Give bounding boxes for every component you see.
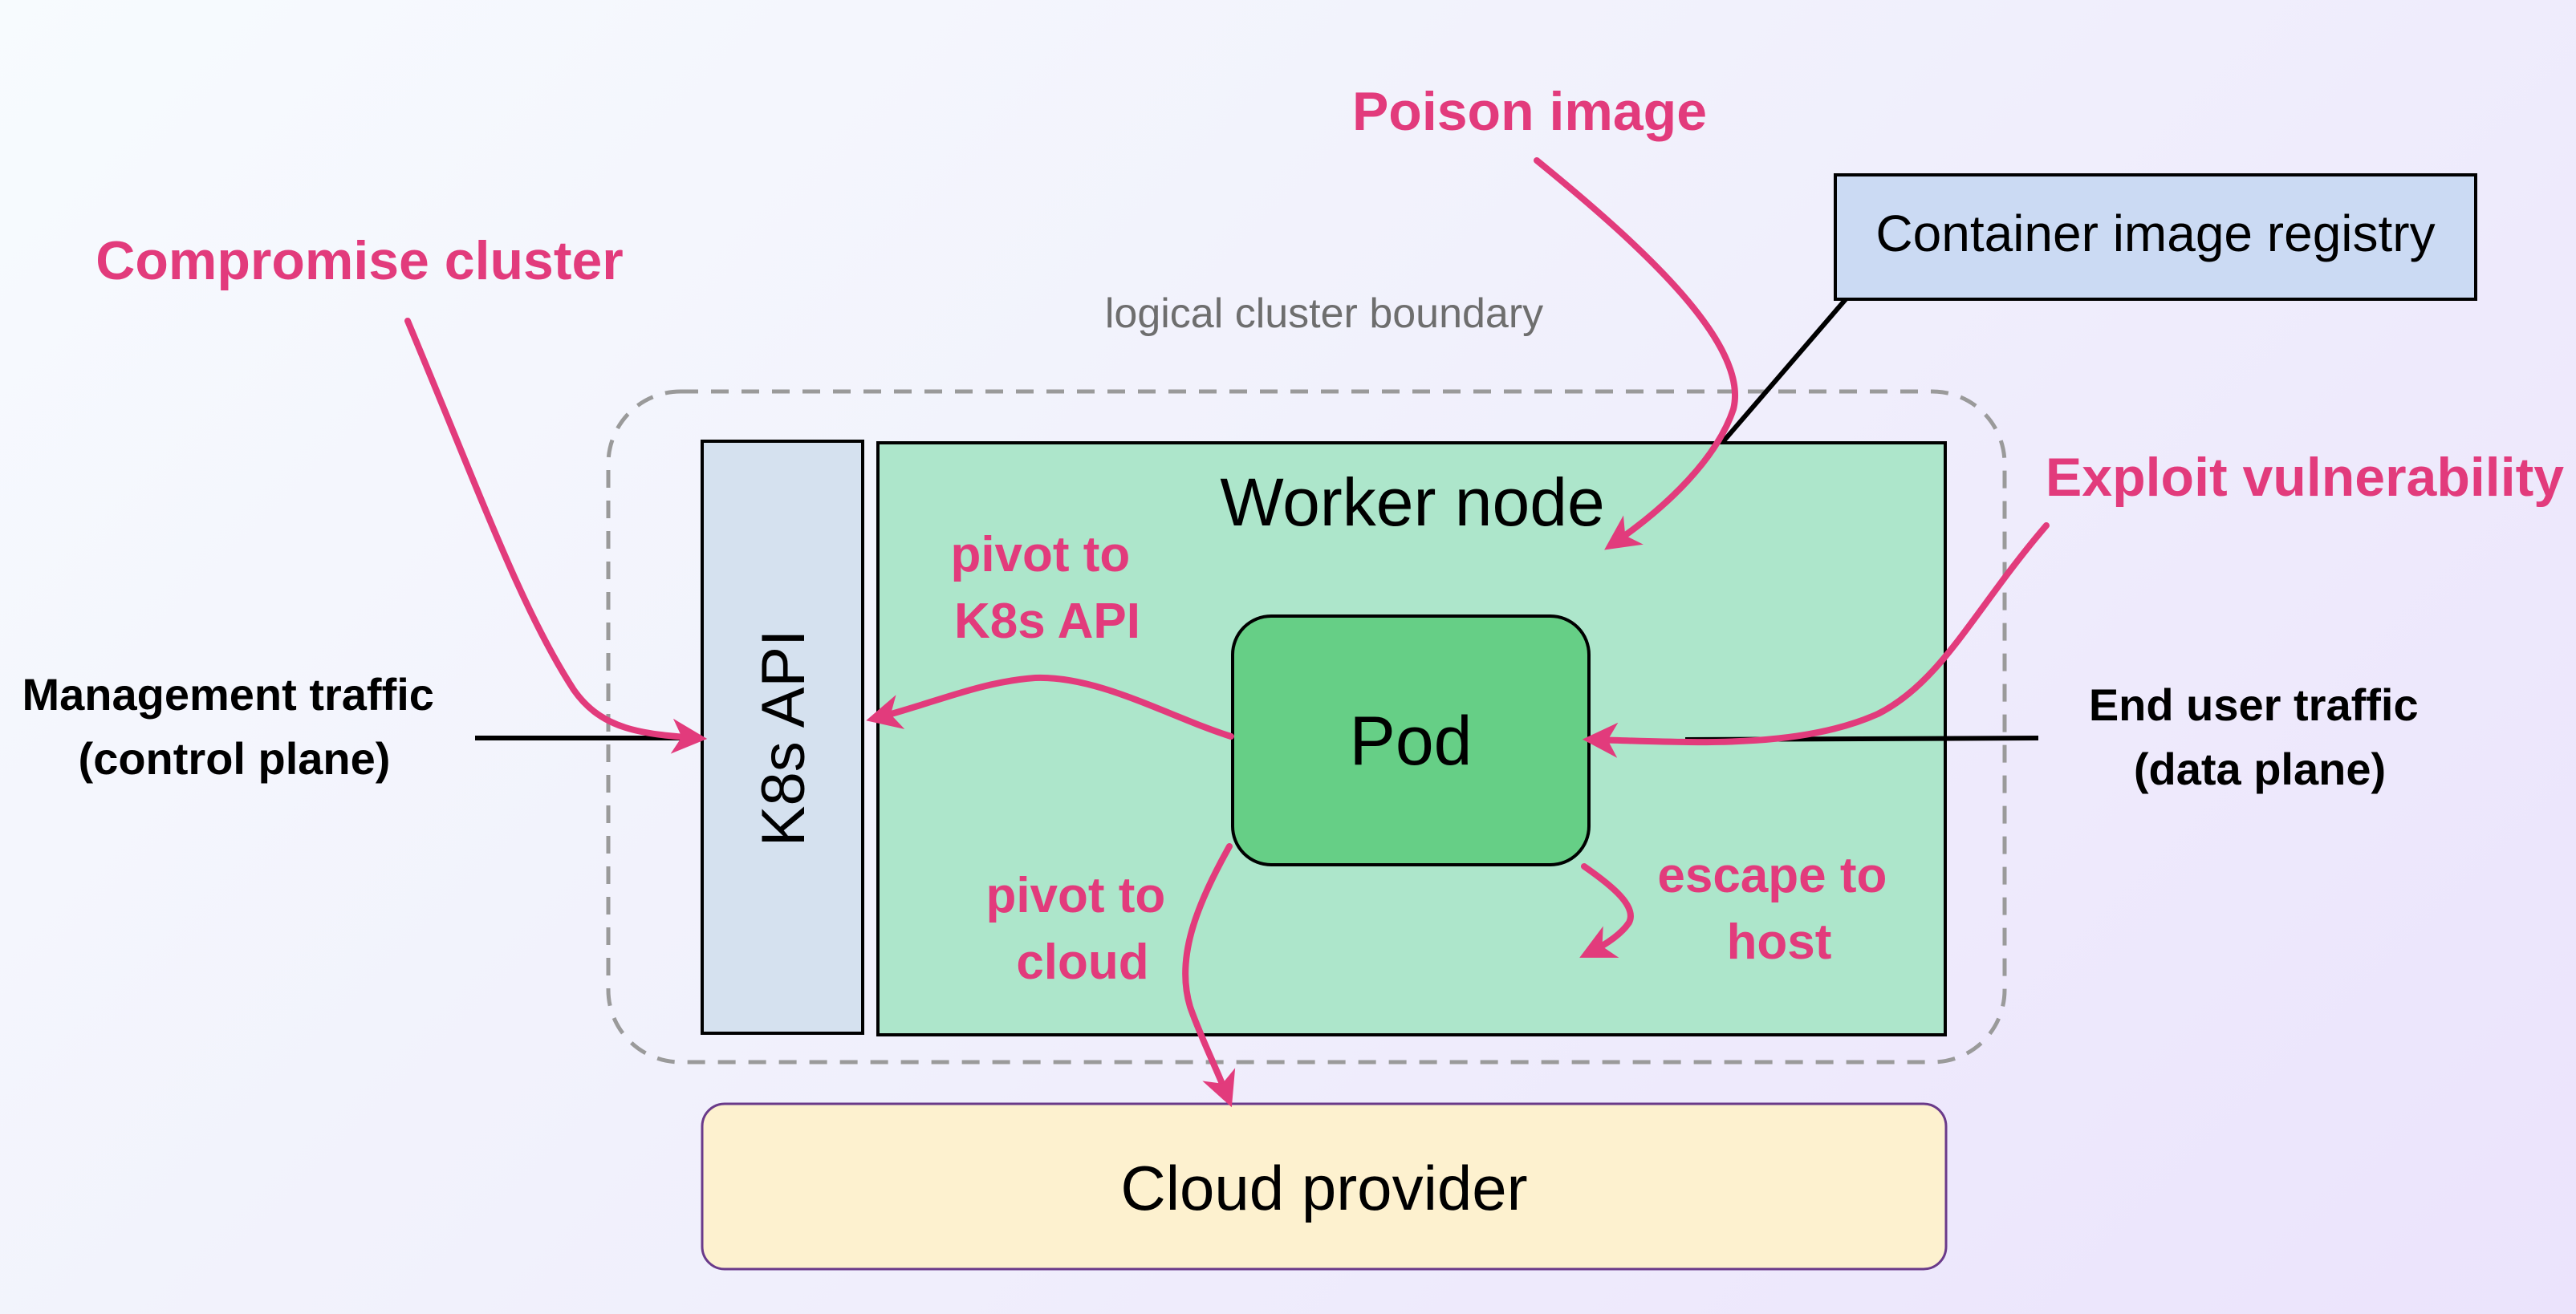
- pivot-to-cloud-label: pivot to cloud: [985, 868, 1179, 990]
- escape-to-host-arrow: [1579, 863, 1634, 958]
- end-user-traffic-label: End user traffic (data plane): [2089, 679, 2431, 794]
- poison-image-label: Poison image: [1352, 81, 1707, 142]
- cloud-provider-label: Cloud provider: [1120, 1153, 1527, 1223]
- k8s-api-box: [701, 440, 864, 1035]
- worker-node-label: Worker node: [1220, 464, 1604, 540]
- exploit-vulnerability-label: Exploit vulnerability: [2046, 447, 2564, 508]
- cloud-provider-box: [701, 1102, 1948, 1271]
- pod-label: Pod: [1349, 703, 1472, 780]
- cluster-boundary: [606, 389, 2007, 1065]
- management-traffic-label: Management traffic (control plane): [22, 669, 447, 784]
- cluster-boundary-label: logical cluster boundary: [1105, 290, 1543, 337]
- compromise-cluster-label: Compromise cluster: [95, 230, 624, 291]
- escape-to-host-label: escape to host: [1657, 848, 1900, 970]
- pivot-to-k8s-api-arrow: [866, 674, 1234, 740]
- k8s-api-label: K8s API: [750, 630, 818, 846]
- container-registry-box: [1834, 173, 2477, 301]
- pivot-to-cloud-arrow: [1182, 843, 1236, 1108]
- pivot-to-k8s-api-label: pivot to K8s API: [950, 527, 1144, 649]
- poison-image-arrow: [1534, 157, 1738, 550]
- exploit-vulnerability-arrow: [1582, 522, 2050, 758]
- compromise-cluster-arrow: [404, 318, 708, 754]
- container-registry-label: Container image registry: [1875, 205, 2435, 262]
